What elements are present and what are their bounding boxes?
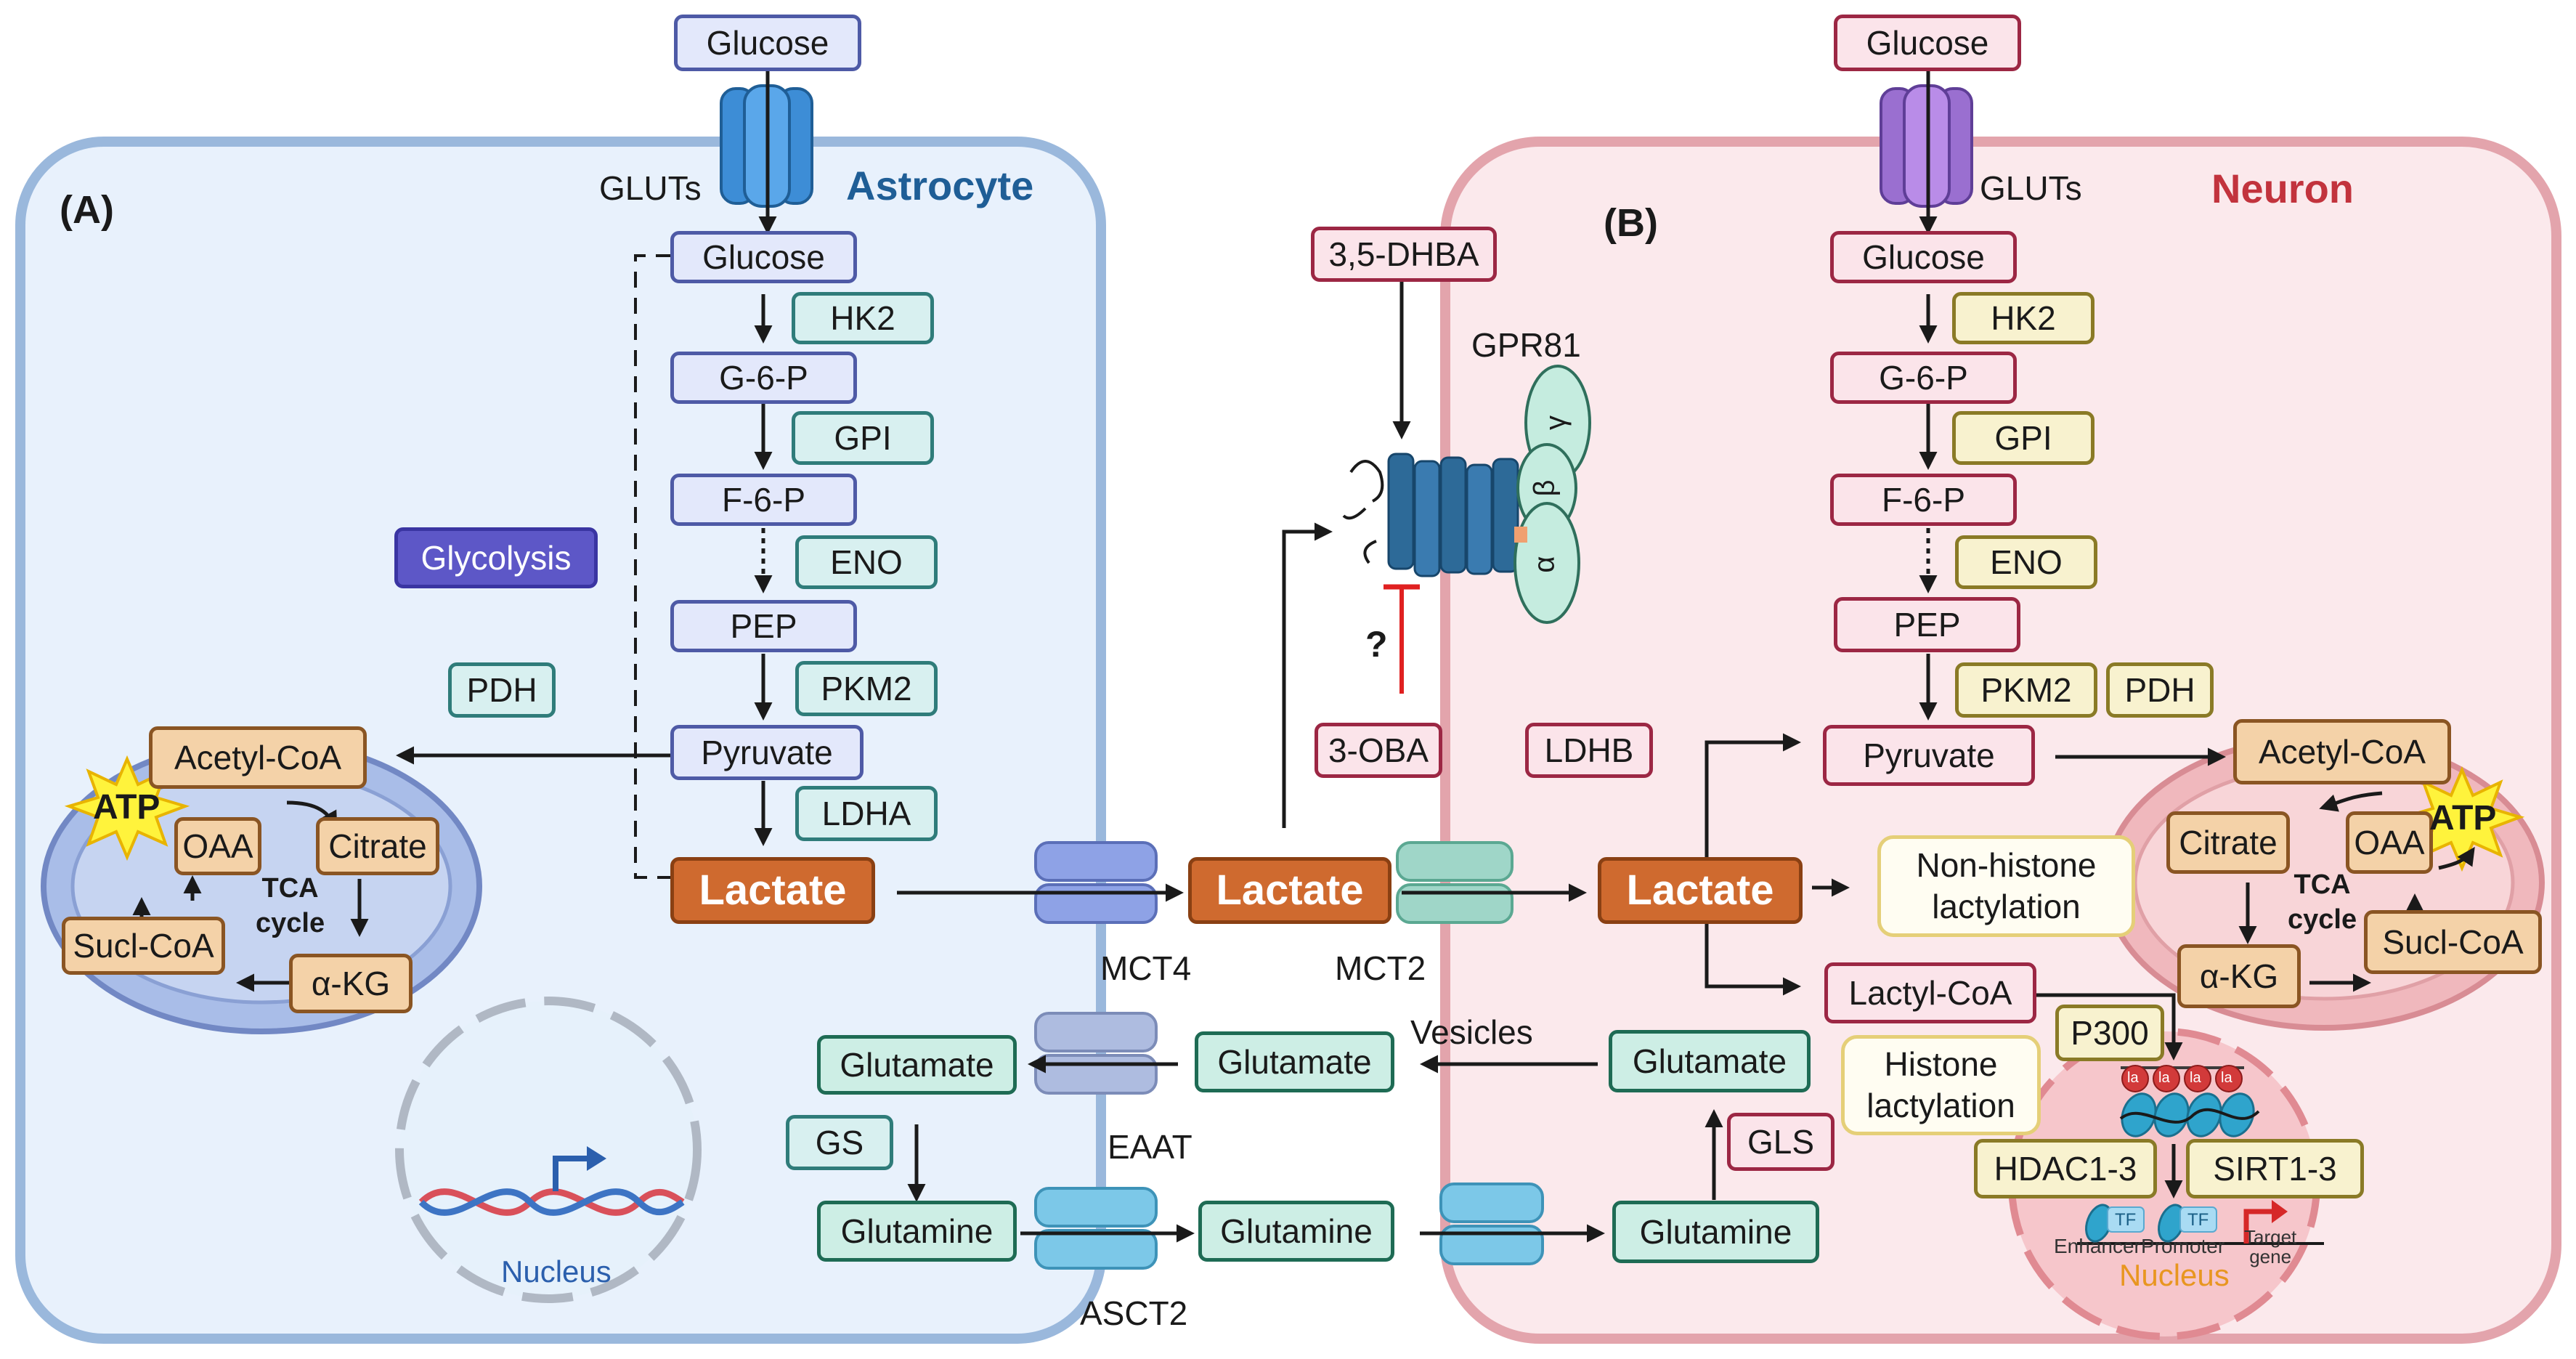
promoter-label: Promoter	[2141, 1235, 2225, 1257]
astrocyte-sucl-coa: Sucl-CoA	[62, 917, 225, 975]
la-mark-3: la	[2190, 1070, 2201, 1086]
gpr81-label: GPR81	[1471, 326, 1581, 364]
neuron-nucleus-label: Nucleus	[2119, 1258, 2230, 1292]
astrocyte-glutamate: Glutamate	[817, 1035, 1017, 1095]
neuron-glutamine-transporter	[1439, 1182, 1544, 1265]
astrocyte-pdh: PDH	[448, 662, 556, 718]
panel-b-tag: (B)	[1604, 201, 1658, 245]
neuron-gls: GLS	[1727, 1113, 1835, 1171]
gpr81-receptor	[1342, 365, 1591, 624]
unknown-mechanism-mark: ?	[1365, 624, 1388, 665]
neuron-glutamine: Glutamine	[1612, 1201, 1819, 1263]
neuron-ldhb: LDHB	[1525, 723, 1653, 778]
la-mark-4: la	[2221, 1070, 2232, 1086]
target-gene-label: Target gene	[2244, 1226, 2297, 1268]
astrocyte-ldha: LDHA	[795, 786, 938, 841]
non-histone-lactylation: Non-histone lactylation	[1877, 835, 2135, 937]
astrocyte-lactate: Lactate	[670, 857, 875, 924]
la-mark-1: la	[2127, 1070, 2139, 1086]
neuron-glucose: Glucose	[1830, 231, 2017, 283]
astrocyte-hk2: HK2	[792, 292, 934, 344]
pathway-arrows	[132, 60, 2475, 1243]
neuron-tca-label: TCA cycle	[2288, 869, 2357, 935]
neuron-g6p: G-6-P	[1830, 352, 2017, 404]
astrocyte-gs: GS	[786, 1115, 893, 1170]
astrocyte-oaa: OAA	[174, 817, 261, 875]
gpr81-gamma: γ	[1540, 415, 1572, 430]
tf-label-1: TF	[2115, 1210, 2137, 1230]
neuron-lactate: Lactate	[1598, 857, 1803, 924]
dhba-ligand: 3,5-DHBA	[1311, 227, 1497, 282]
dashed-bypass-line	[634, 254, 672, 879]
neuron-eno: ENO	[1955, 535, 2097, 589]
sirt-eraser: SIRT1-3	[2186, 1139, 2364, 1198]
enhancer-label: Enhancer	[2054, 1235, 2141, 1257]
neuron-glucose-outside: Glucose	[1834, 15, 2021, 71]
astrocyte-pyruvate: Pyruvate	[670, 725, 864, 780]
astrocyte-eno: ENO	[795, 535, 938, 589]
neuron-title: Neuron	[2211, 166, 2354, 211]
astrocyte-pkm2: PKM2	[795, 661, 938, 716]
astrocyte-title: Astrocyte	[846, 163, 1034, 208]
asct2-transporter	[1034, 1187, 1158, 1270]
la-mark-2: la	[2158, 1070, 2170, 1086]
neuron-gluts-label: GLUTs	[1980, 169, 2082, 207]
neuron-pyruvate: Pyruvate	[1823, 725, 2035, 786]
astrocyte-gpi: GPI	[792, 411, 934, 465]
neuron-sucl-coa: Sucl-CoA	[2364, 910, 2542, 974]
neuron-citrate: Citrate	[2166, 811, 2290, 874]
astrocyte-gluts-label: GLUTs	[599, 169, 702, 207]
astrocyte-nucleus-label: Nucleus	[501, 1254, 612, 1289]
neuron-f6p: F-6-P	[1830, 474, 2017, 526]
mct2-label: MCT2	[1335, 949, 1426, 987]
neuron-lactyl-coa: Lactyl-CoA	[1824, 962, 2036, 1023]
hdac-eraser: HDAC1-3	[1974, 1139, 2157, 1198]
tf-label-2: TF	[2187, 1210, 2209, 1230]
neuron-glutamate: Glutamate	[1609, 1030, 1811, 1092]
astrocyte-tca-label: TCA cycle	[256, 873, 325, 938]
astrocyte-acetyl-coa: Acetyl-CoA	[149, 726, 367, 789]
neuron-atp-label: ATP	[2429, 799, 2497, 837]
neuron-akg: α-KG	[2177, 944, 2301, 1008]
astrocyte-glucose: Glucose	[670, 231, 857, 283]
neuron-hk2: HK2	[1952, 292, 2094, 344]
asct2-label: ASCT2	[1080, 1294, 1188, 1332]
astrocyte-glucose-outside: Glucose	[674, 15, 861, 71]
histone-lactylation: Histone lactylation	[1841, 1035, 2041, 1135]
astrocyte-g6p: G-6-P	[670, 352, 857, 404]
astrocyte-f6p: F-6-P	[670, 474, 857, 526]
glycolysis-badge: Glycolysis	[394, 527, 598, 588]
panel-a-tag: (A)	[60, 188, 114, 232]
gpr81-beta: β	[1528, 479, 1561, 497]
astrocyte-nucleus	[395, 997, 702, 1303]
mct4-label: MCT4	[1100, 949, 1192, 987]
eaat-label: EAAT	[1108, 1128, 1192, 1166]
extracellular-glutamate: Glutamate	[1195, 1031, 1394, 1092]
neuron-pkm2: PKM2	[1955, 662, 2097, 718]
astrocyte-atp-label: ATP	[93, 788, 161, 827]
astrocyte-pep: PEP	[670, 600, 857, 652]
extracellular-glutamine: Glutamine	[1198, 1201, 1394, 1262]
gpr81-alpha: α	[1528, 556, 1561, 573]
neuron-pep: PEP	[1834, 597, 2020, 652]
neuron-gpi: GPI	[1952, 411, 2094, 465]
astrocyte-glutamine: Glutamine	[817, 1201, 1017, 1262]
oba-inhibitor: 3-OBA	[1315, 723, 1442, 778]
neuron-pdh: PDH	[2106, 662, 2214, 718]
astrocyte-glut-transporter	[720, 84, 813, 208]
astrocyte-citrate: Citrate	[316, 817, 439, 875]
vesicles-label: Vesicles	[1410, 1013, 1533, 1051]
neuron-nucleus	[2008, 1028, 2324, 1340]
neuron-oaa: OAA	[2346, 811, 2433, 874]
neuron-atp-burst	[2399, 766, 2525, 872]
neuron-acetyl-coa: Acetyl-CoA	[2233, 719, 2451, 784]
astrocyte-akg: α-KG	[289, 954, 413, 1013]
extracellular-lactate: Lactate	[1188, 857, 1391, 924]
p300-writer: P300	[2055, 1005, 2164, 1061]
